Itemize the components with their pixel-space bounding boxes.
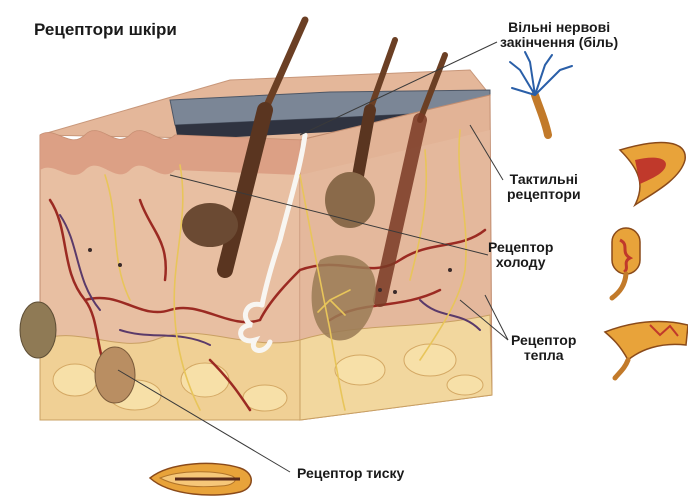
label-cold-line2: холоду [488,255,553,270]
free-nerve-ending-icon [510,52,572,135]
tactile-receptor-icon [620,143,685,205]
label-warm-line2: тепла [511,348,576,363]
label-warm-receptor: Рецептор тепла [511,333,576,363]
skin-block [20,20,492,420]
page-title: Рецептори шкіри [34,22,177,37]
label-tactile-line1: Тактильні [507,172,581,187]
pressure-receptor-icon [150,463,251,495]
cold-receptor-icon [612,228,640,298]
label-warm-line1: Рецептор [511,333,576,348]
tissue-bulb-left [20,302,56,358]
label-tactile-receptors: Тактильні рецептори [507,172,581,202]
label-cold-receptor: Рецептор холоду [488,240,553,270]
warm-receptor-icon [605,321,688,378]
label-pressure-receptor: Рецептор тиску [297,466,404,481]
pressure-corpuscle-in-block [95,347,135,403]
label-cold-line1: Рецептор [488,240,553,255]
label-tactile-line2: рецептори [507,187,581,202]
label-free-nerve-endings-line1: Вільні нервові [500,20,618,35]
label-free-nerve-endings-line2: закінчення (біль) [500,35,618,50]
label-free-nerve-endings: Вільні нервові закінчення (біль) [500,20,618,50]
